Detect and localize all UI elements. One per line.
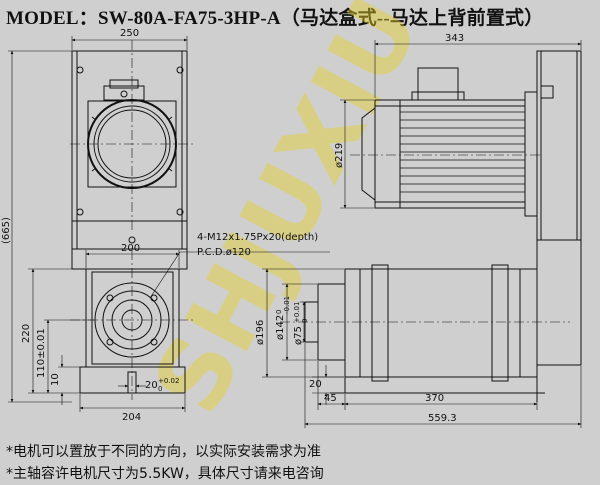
dim-142-lower-tol: -0.01 <box>283 296 291 314</box>
watermark-text: SHJUXIU <box>131 0 442 431</box>
front-view-lower <box>70 220 194 400</box>
drawing-title: MODEL：SW-80A-FA75-3HP-A（马达盒式--马达上背前置式） <box>6 8 544 29</box>
dim-142-upper-tol: 0 <box>275 310 283 314</box>
dim-20: 20 <box>309 379 322 390</box>
front-view-upper <box>70 40 194 232</box>
dim-142: ø142 <box>275 315 286 340</box>
side-view-spindle <box>280 239 582 394</box>
dim-204: 204 <box>122 412 141 423</box>
dim-45: 45 <box>324 393 337 404</box>
pcd-callout: P.C.D.ø120 <box>197 247 251 258</box>
dim-559: 559.3 <box>428 413 457 424</box>
dim-20-slot-upper-tol: +0.02 <box>158 377 179 385</box>
dim-343: 343 <box>445 33 464 44</box>
dim-10: 10 <box>50 373 61 386</box>
dim-200: 200 <box>121 243 140 254</box>
dim-370: 370 <box>425 393 444 404</box>
dim-75-upper-tol: +0.01 <box>293 302 301 323</box>
dim-75: ø75 <box>293 326 304 345</box>
note-orientation: *电机可以置放于不同的方向，以实际安装需求为准 <box>6 444 321 460</box>
dim-665: (665) <box>1 217 12 244</box>
dim-220: 220 <box>21 324 32 343</box>
note-motor-size: *主轴容许电机尺寸为5.5KW，具体尺寸请来电咨询 <box>6 466 324 482</box>
dim-20-slot: 20 <box>145 380 158 391</box>
dim-20-slot-lower-tol: 0 <box>158 385 162 393</box>
dim-110: 110±0.01 <box>36 328 47 378</box>
thread-callout: 4-M12x1.75Px20(depth) <box>197 232 318 243</box>
dim-219: ø219 <box>334 143 345 168</box>
dim-75-lower-tol: 0 <box>301 319 309 323</box>
dim-196: ø196 <box>255 320 266 345</box>
dim-250: 250 <box>120 28 139 39</box>
